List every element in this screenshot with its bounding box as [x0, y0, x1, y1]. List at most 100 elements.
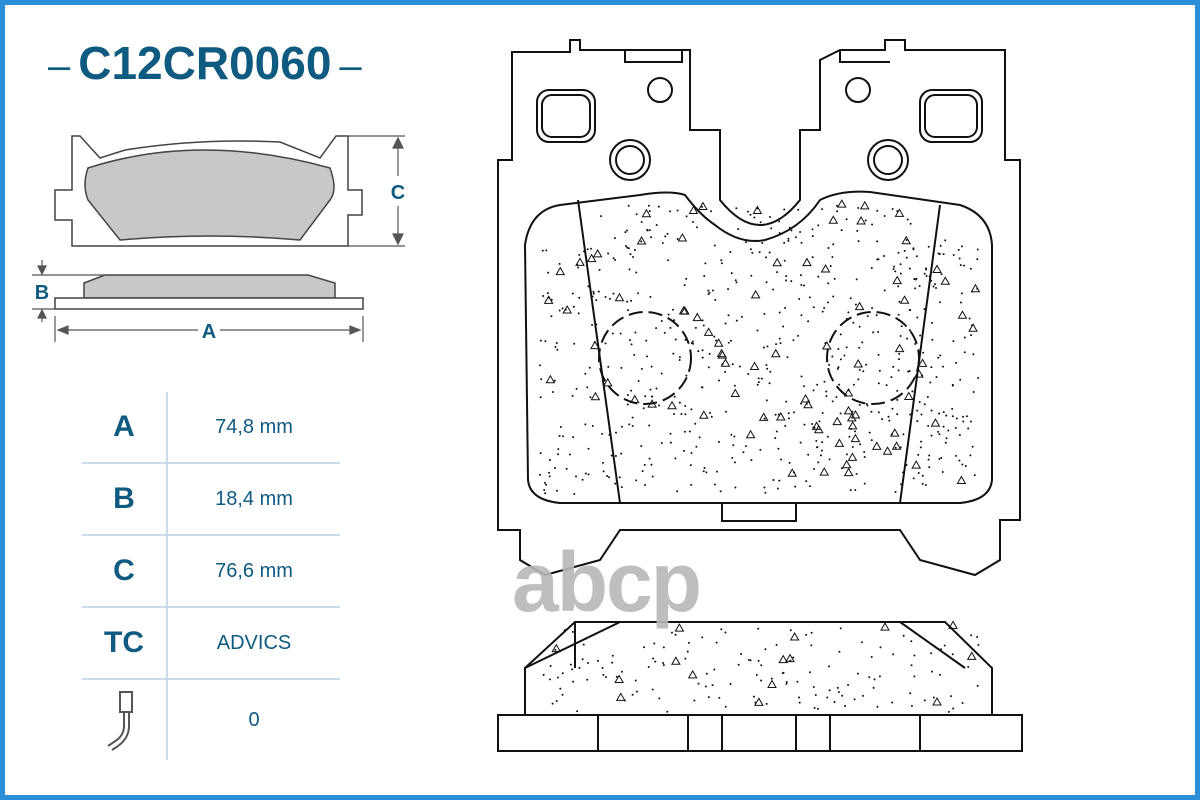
speckle-dot: [885, 384, 888, 387]
speckle-dot: [808, 212, 811, 215]
speckle-triangle: [758, 412, 769, 421]
speckle-dot: [612, 257, 615, 260]
speckle-dot: [883, 254, 886, 257]
speckle-dot: [614, 455, 617, 458]
spec-value: 18,4 mm: [215, 487, 293, 510]
speckle-dot: [876, 240, 879, 243]
speckle-dot: [963, 351, 966, 354]
speckle-dot: [839, 412, 842, 415]
speckle-triangle: [785, 653, 795, 663]
speckle-dot: [729, 339, 732, 342]
speckle-dot: [813, 706, 816, 709]
speckle-dot: [788, 226, 791, 229]
speckle-dot: [915, 255, 918, 258]
dimension-b-label: B: [35, 282, 49, 304]
speckle-dot: [969, 454, 972, 457]
speckle-triangle: [586, 253, 597, 263]
speckle-dot: [575, 387, 578, 390]
speckle-dot: [825, 395, 828, 398]
speckle-dot: [556, 489, 559, 492]
speckle-dot: [539, 473, 542, 476]
speckle-dot: [838, 650, 841, 653]
speckle-triangle: [894, 343, 905, 353]
speckle-dot: [701, 386, 704, 389]
speckle-dot: [906, 337, 909, 340]
speckle-dot: [571, 292, 574, 295]
speckle-dot: [554, 346, 557, 349]
speckle-dot: [905, 463, 908, 466]
speckle-dot: [784, 424, 787, 427]
speckle-dot: [574, 475, 577, 478]
speckle-dot: [909, 309, 912, 312]
speckle-dot: [654, 660, 657, 663]
speckle-dot: [814, 693, 817, 696]
speckle-dot: [701, 356, 704, 359]
speckle-dot: [678, 358, 681, 361]
speckle-dot: [732, 444, 735, 447]
speckle-dot: [891, 701, 894, 704]
speckle-dot: [559, 426, 562, 429]
speckle-dot: [970, 324, 973, 327]
small-pad-side-view: [54, 274, 364, 310]
speckle-dot: [927, 458, 930, 461]
speckle-dot: [571, 630, 574, 633]
speckle-dot: [871, 223, 874, 226]
speckle-dot: [778, 479, 781, 482]
speckle-dot: [578, 253, 581, 256]
speckle-triangle: [956, 475, 967, 484]
speckle-dot: [858, 368, 861, 371]
speckle-dot: [705, 471, 708, 474]
speckle-dot: [866, 315, 869, 318]
speckle-dot: [724, 705, 727, 708]
speckle-dot: [620, 486, 623, 489]
speckle-dot: [817, 275, 820, 278]
speckle-dot: [648, 210, 651, 213]
speckle-dot: [845, 218, 848, 221]
speckle-dot: [606, 475, 609, 478]
speckle-triangle: [800, 394, 811, 403]
speckle-dot: [797, 334, 800, 337]
speckle-dot: [613, 237, 616, 240]
speckle-dot: [896, 398, 899, 401]
speckle-dot: [604, 342, 607, 345]
speckle-dot: [573, 342, 576, 345]
speckle-dot: [690, 342, 693, 345]
speckle-dot: [845, 453, 848, 456]
speckle-dot: [658, 697, 661, 700]
speckle-dot: [644, 395, 647, 398]
speckle-dot: [972, 390, 975, 393]
speckle-dot: [976, 248, 979, 251]
speckle-triangle: [677, 233, 688, 242]
speckle-dot: [707, 366, 710, 369]
speckle-dot: [872, 331, 875, 334]
speckle-dot: [724, 410, 727, 413]
speckle-dot: [685, 374, 688, 377]
part-number-title: –C12CR0060–: [48, 37, 362, 89]
speckle-dot: [764, 648, 767, 651]
speckle-dot: [969, 420, 972, 423]
speckle-dot: [899, 263, 902, 266]
speckle-dot: [601, 666, 604, 669]
speckle-dot: [865, 402, 868, 405]
speckle-dot: [935, 375, 938, 378]
speckle-dot: [847, 683, 850, 686]
speckle-dot: [845, 346, 848, 349]
speckle-dot: [852, 321, 855, 324]
speckle-dot: [877, 331, 880, 334]
speckle-dot: [854, 489, 857, 492]
speckle-triangle: [703, 327, 714, 336]
speckle-triangle: [828, 215, 839, 224]
speckle-dot: [845, 317, 848, 320]
speckle-dot: [896, 413, 899, 416]
speckle-dot: [891, 407, 894, 410]
speckle-dot: [660, 372, 663, 375]
speckle-dot: [856, 672, 859, 675]
speckle-dot: [942, 365, 945, 368]
speckle-dot: [676, 490, 679, 493]
large-pad-side-view: [497, 621, 1023, 752]
speckle-dot: [641, 470, 644, 473]
speckle-dot: [544, 340, 547, 343]
speckle-dot: [790, 280, 793, 283]
speckle-dot: [827, 246, 830, 249]
speckle-dot: [612, 292, 615, 295]
